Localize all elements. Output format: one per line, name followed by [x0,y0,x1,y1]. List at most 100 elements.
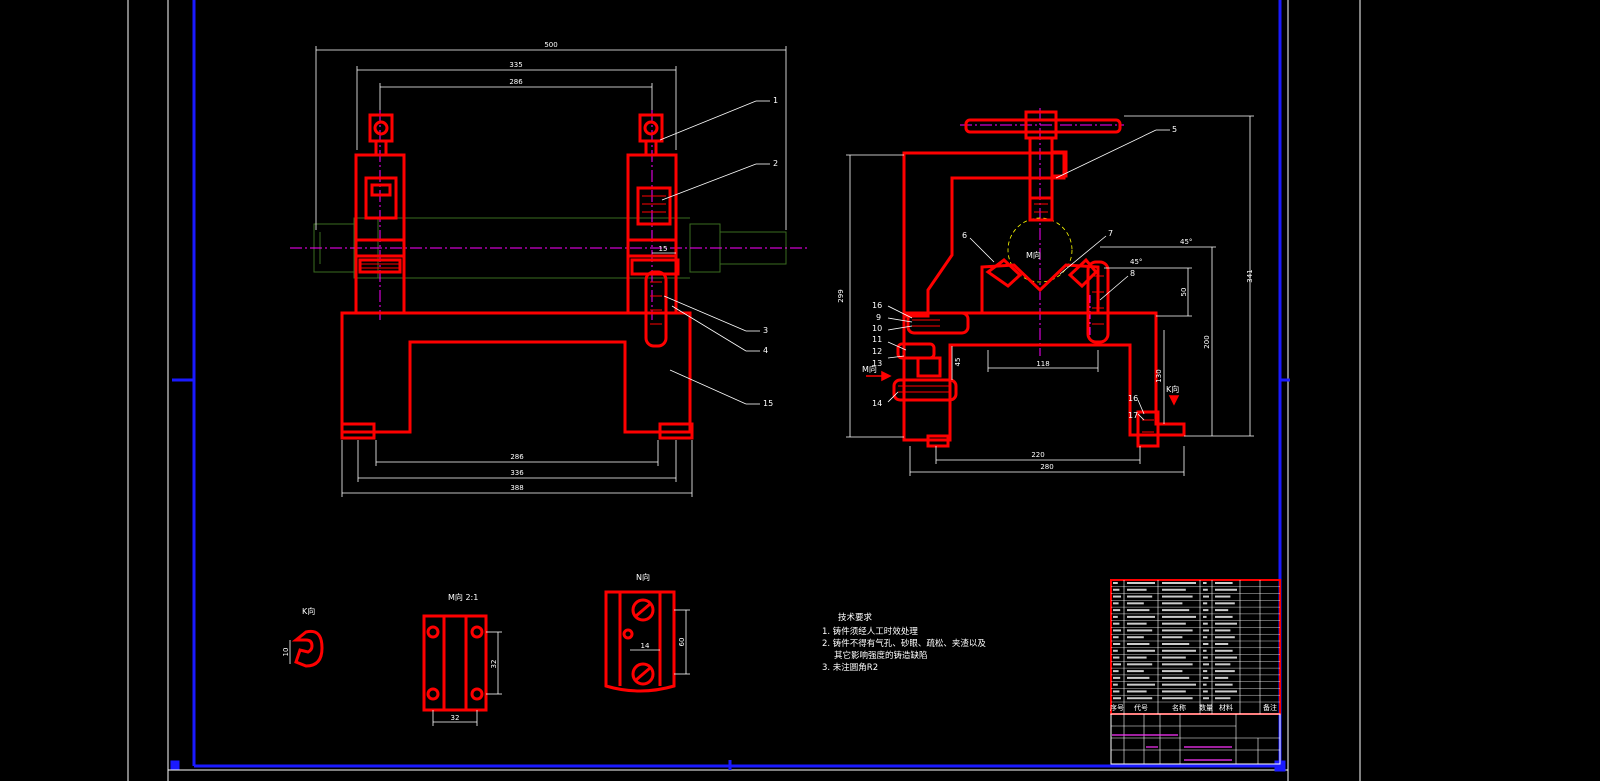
dim-341: 341 [1246,269,1254,282]
callout-12: 12 [872,347,882,356]
notes-line-3: 其它影响强度的铸造缺陷 [834,650,928,661]
notes-line-4: 3. 未注圆角R2 [822,662,878,673]
callout-1: 1 [773,96,778,105]
parts-cell-scribble [1162,602,1183,605]
m-view: M向 2:1 32 32 [422,592,502,726]
n-view-title: N向 [636,572,650,582]
parts-cell-scribble [1127,609,1150,612]
dim-220: 220 [1031,451,1044,459]
parts-cell-scribble [1162,629,1193,632]
parts-cell-scribble [1113,629,1121,632]
parts-cell-scribble [1162,588,1186,591]
dim-130: 130 [1155,369,1163,382]
callout-18: 16 [1128,394,1138,403]
front-dimensions [315,46,787,497]
callout-14: 14 [872,399,882,408]
callout-13: 13 [872,359,882,368]
front-body [340,113,694,440]
notes-line-1: 1. 铸件须经人工时效处理 [822,626,918,637]
label-m-arrow: M向 [862,364,877,374]
parts-cell-scribble [1203,595,1209,598]
parts-cell-scribble [1162,582,1196,584]
parts-cell-scribble [1113,649,1118,652]
parts-cell-scribble [1113,636,1119,639]
dim-angle-1: 45° [1180,238,1192,246]
parts-cell-scribble [1162,615,1196,618]
parts-cell-scribble [1215,670,1235,673]
parts-cell-scribble [1162,636,1183,639]
parts-cell-scribble [1127,588,1147,591]
k-dim: 10 [282,648,290,657]
parts-cell-scribble [1215,663,1231,666]
side-hatch [898,203,1154,433]
parts-cell-scribble [1203,697,1209,700]
parts-cell-scribble [1162,649,1196,652]
notes-title: 技术要求 [838,612,873,623]
parts-cell-scribble [1162,690,1186,693]
parts-cell-scribble [1215,595,1231,598]
parts-cell-scribble [1113,588,1120,591]
parts-cell-scribble [1162,595,1193,598]
dim-280: 280 [1040,463,1053,471]
m-dim-w: 32 [451,714,460,722]
parts-cell-scribble [1203,636,1208,639]
parts-cell-scribble [1127,615,1155,618]
parts-cell-scribble [1215,636,1235,639]
parts-cell-scribble [1127,670,1144,673]
parts-cell-scribble [1203,670,1208,673]
callout-16: 16 [872,301,882,310]
dim-118: 118 [1036,360,1049,368]
side-body [892,110,1186,448]
technical-notes: 技术要求 1. 铸件须经人工时效处理 2. 铸件不得有气孔、砂眼、疏松、夹渣以及… [822,612,986,673]
drawing-frame [170,0,1290,772]
parts-cell-scribble [1203,615,1207,618]
callout-11: 11 [872,335,882,344]
header-qty: 数量 [1199,703,1213,712]
callout-4: 4 [763,346,768,355]
parts-cell-scribble [1215,690,1237,693]
header-name: 名称 [1172,703,1186,712]
dim-388: 388 [510,484,523,492]
parts-cell-scribble [1162,676,1190,679]
parts-cell-scribble [1113,595,1121,598]
front-hatch [360,195,666,325]
dim-45: 45 [954,358,962,367]
parts-cell-scribble [1113,690,1120,693]
parts-cell-scribble [1127,643,1150,645]
parts-cell-scribble [1162,609,1190,612]
parts-cell-scribble [1162,697,1193,700]
parts-cell-scribble [1215,643,1229,645]
dim-200: 200 [1203,335,1211,348]
callout-9: 9 [876,313,881,322]
parts-cell-scribble [1215,622,1237,625]
parts-cell-scribble [1113,643,1121,645]
parts-cell-scribble [1127,656,1147,659]
parts-cell-scribble [1162,622,1186,625]
parts-cell-scribble [1113,582,1118,584]
callout-2: 2 [773,159,778,168]
parts-cell-scribble [1113,676,1121,679]
dim-335: 335 [509,61,522,69]
parts-cell-scribble [1162,656,1186,659]
parts-cell-scribble [1113,697,1121,700]
parts-cell-scribble [1162,663,1193,666]
parts-cell-scribble [1215,629,1231,632]
parts-cell-scribble [1127,676,1150,679]
parts-cell-scribble [1113,670,1119,673]
dim-angle-2: 45° [1130,258,1142,266]
n-dim-w: 14 [641,642,650,650]
callout-17: 17 [1128,411,1138,420]
parts-cell-scribble [1203,690,1208,693]
parts-cell-scribble [1113,683,1118,686]
header-remark: 备注 [1263,703,1277,712]
label-k-arrow: K向 [1166,384,1179,394]
parts-cell-scribble [1215,582,1233,584]
parts-cell-scribble [1203,629,1209,632]
title-block: 序号 代号 名称 数量 材料 备注 [1110,579,1281,765]
parts-cell-scribble [1127,636,1144,639]
parts-cell-scribble [1203,676,1209,679]
parts-cell-scribble [1215,615,1233,618]
n-view: N向 14 60 [604,572,690,693]
callout-10: 10 [872,324,882,333]
dim-299: 299 [837,289,845,302]
